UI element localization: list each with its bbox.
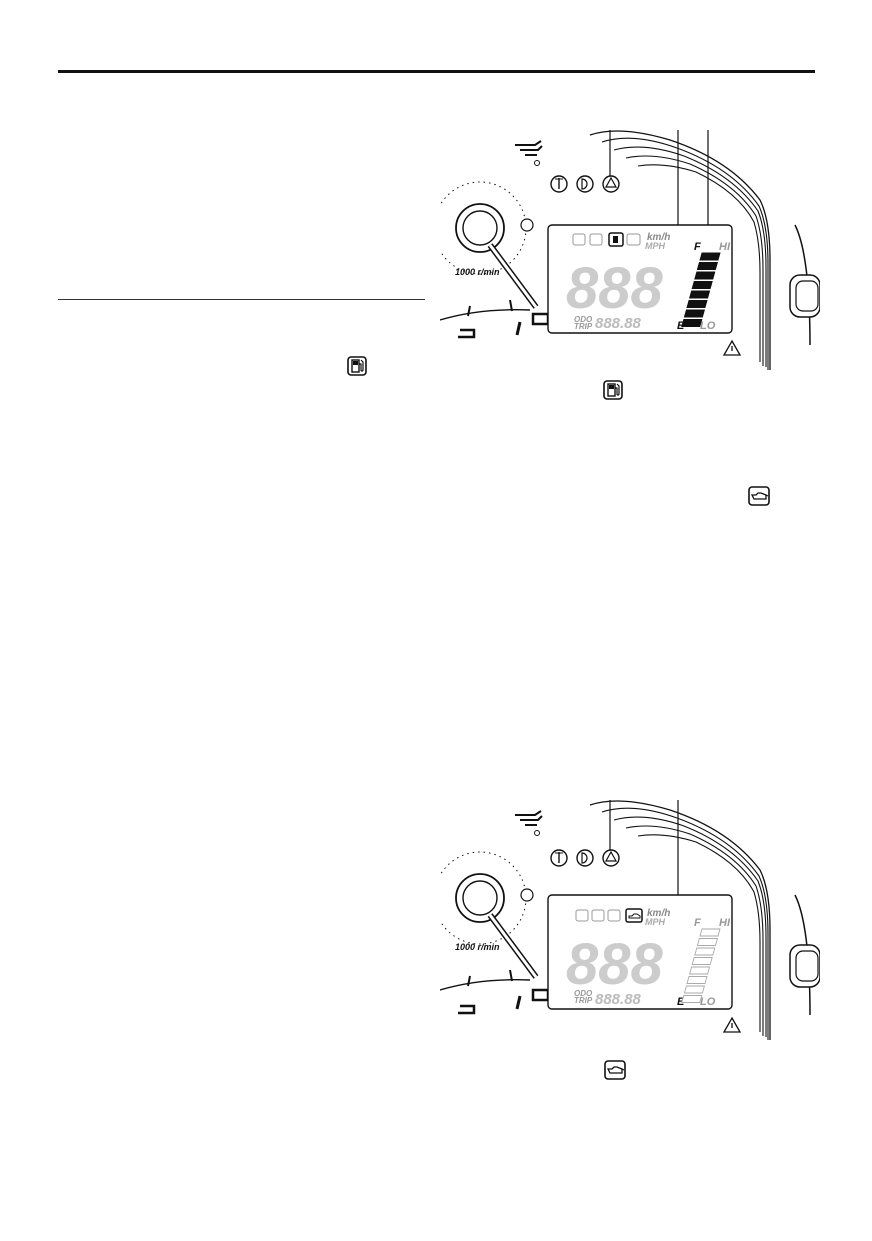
- fuel-segment: [683, 985, 705, 994]
- range-lo-label: LO: [700, 320, 716, 332]
- fuel-segment: [699, 252, 721, 261]
- fuel-segment: [691, 281, 713, 289]
- fuel-segment: [681, 319, 703, 327]
- range-lo-label: LO: [700, 996, 716, 1008]
- tachometer: [440, 851, 550, 1015]
- oil-change-indicator-icon: [625, 908, 643, 923]
- odo-label: ODO: [574, 989, 593, 998]
- tach-scale-label: 1000 r/min: [455, 267, 500, 277]
- lcd-display: [547, 224, 733, 334]
- instrument-cluster-figure-bottom: 1000 r/min km/h MPH 888 ODO TRIP 888.88 …: [440, 800, 820, 1040]
- lcd-display: [547, 894, 733, 1010]
- fuel-segment: [689, 290, 711, 299]
- fuel-segment: [699, 928, 721, 937]
- fuel-gauge-bars: [681, 928, 721, 1003]
- fuel-pump-icon: [603, 380, 623, 400]
- warning-triangle-icon: [602, 175, 620, 193]
- tachometer: [440, 181, 550, 339]
- unit-mph: MPH: [645, 917, 666, 927]
- oil-can-icon: [604, 1060, 626, 1080]
- warning-triangle-icon: [602, 849, 620, 867]
- fuel-pump-icon: [347, 356, 367, 376]
- fuel-segment: [681, 995, 703, 1003]
- high-beam-indicator-icon: [515, 810, 543, 836]
- fuel-empty-label: E: [677, 320, 685, 332]
- fuel-segment: [694, 271, 716, 280]
- fuel-segment: [686, 300, 708, 308]
- coolant-temp-indicator-icon: [550, 849, 568, 867]
- range-hi-label: HI: [719, 241, 731, 253]
- fuel-segment: [689, 966, 711, 975]
- odo-readout: 888.88: [595, 315, 642, 332]
- trip-label: TRIP: [574, 996, 593, 1005]
- fuel-segment: [696, 938, 718, 946]
- oil-can-icon: [748, 486, 770, 506]
- fuel-segment: [691, 957, 713, 965]
- section-rule: [58, 299, 425, 300]
- fuel-segment: [686, 976, 708, 984]
- trip-label: TRIP: [574, 322, 593, 331]
- fuel-full-label: F: [694, 241, 701, 253]
- coolant-temp-indicator-icon: [550, 175, 568, 193]
- fuel-segment: [694, 947, 716, 956]
- tach-scale-label: 1000 r/min: [455, 942, 500, 952]
- speed-readout: 888: [566, 932, 664, 997]
- odo-readout: 888.88: [595, 991, 642, 1008]
- high-beam-indicator-icon: [515, 140, 543, 166]
- speed-readout: 888: [566, 256, 664, 321]
- instrument-cluster-figure-top: 1000 r/min km/h MPH 888 ODO TRIP 888.88 …: [440, 130, 820, 370]
- range-hi-label: HI: [719, 917, 731, 929]
- fuel-gauge-bars: [681, 252, 721, 327]
- warning-triangle-icon: [722, 1016, 742, 1033]
- odo-label: ODO: [574, 315, 593, 324]
- unit-kmh: km/h: [647, 908, 670, 919]
- fuel-full-label: F: [694, 917, 701, 929]
- headlight-indicator-icon: [576, 175, 594, 193]
- fuel-empty-label: E: [677, 996, 685, 1008]
- warning-triangle-icon: [722, 339, 742, 356]
- fuel-segment: [683, 309, 705, 318]
- top-rule: [58, 70, 815, 73]
- headlight-indicator-icon: [576, 849, 594, 867]
- unit-kmh: km/h: [647, 232, 670, 243]
- fuel-segment: [696, 262, 718, 270]
- unit-mph: MPH: [645, 241, 666, 251]
